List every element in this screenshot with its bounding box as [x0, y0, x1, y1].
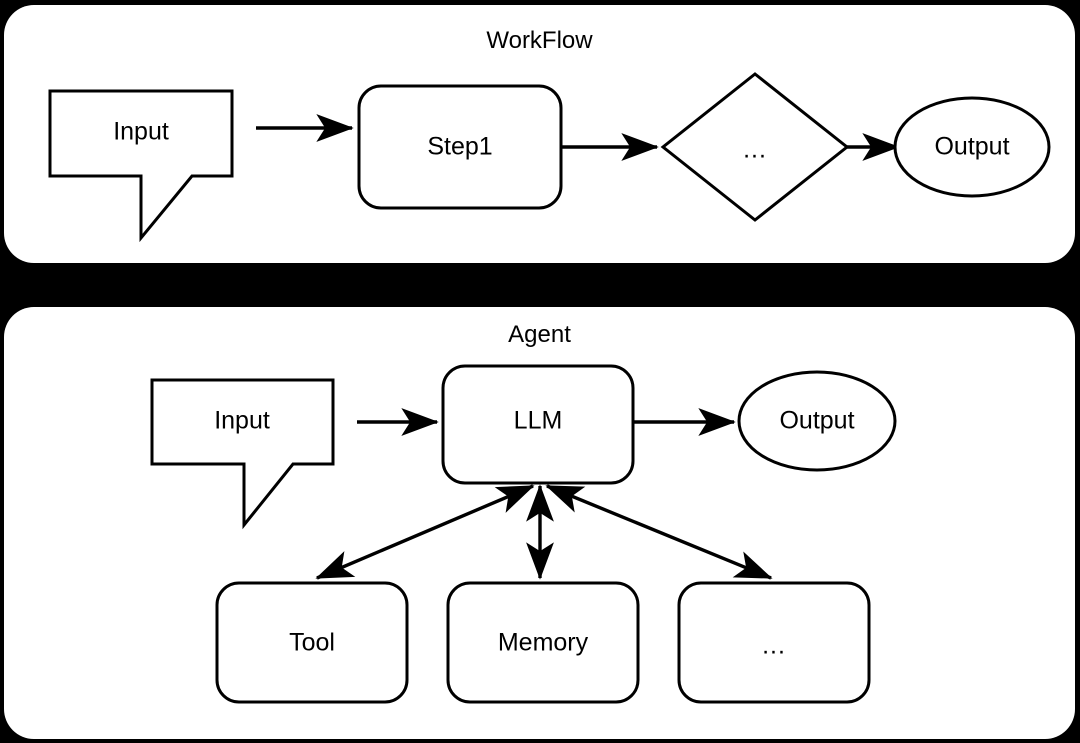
workflow-output-label: Output — [934, 132, 1010, 161]
agent-panel: Agent — [4, 307, 1075, 739]
agent-output-label: Output — [779, 406, 855, 435]
workflow-step1-label: Step1 — [427, 132, 493, 161]
workflow-decision-label: ... — [743, 135, 767, 164]
agent-tool-label: Tool — [289, 628, 335, 657]
agent-llm-label: LLM — [513, 406, 563, 435]
agent-panel-title: Agent — [508, 321, 571, 348]
agent-memory-label: Memory — [497, 628, 589, 657]
workflow-panel-title: WorkFlow — [486, 27, 593, 54]
workflow-input-label: Input — [113, 117, 169, 146]
agent-more-label: ... — [762, 631, 786, 660]
agent-input-label: Input — [214, 406, 270, 435]
